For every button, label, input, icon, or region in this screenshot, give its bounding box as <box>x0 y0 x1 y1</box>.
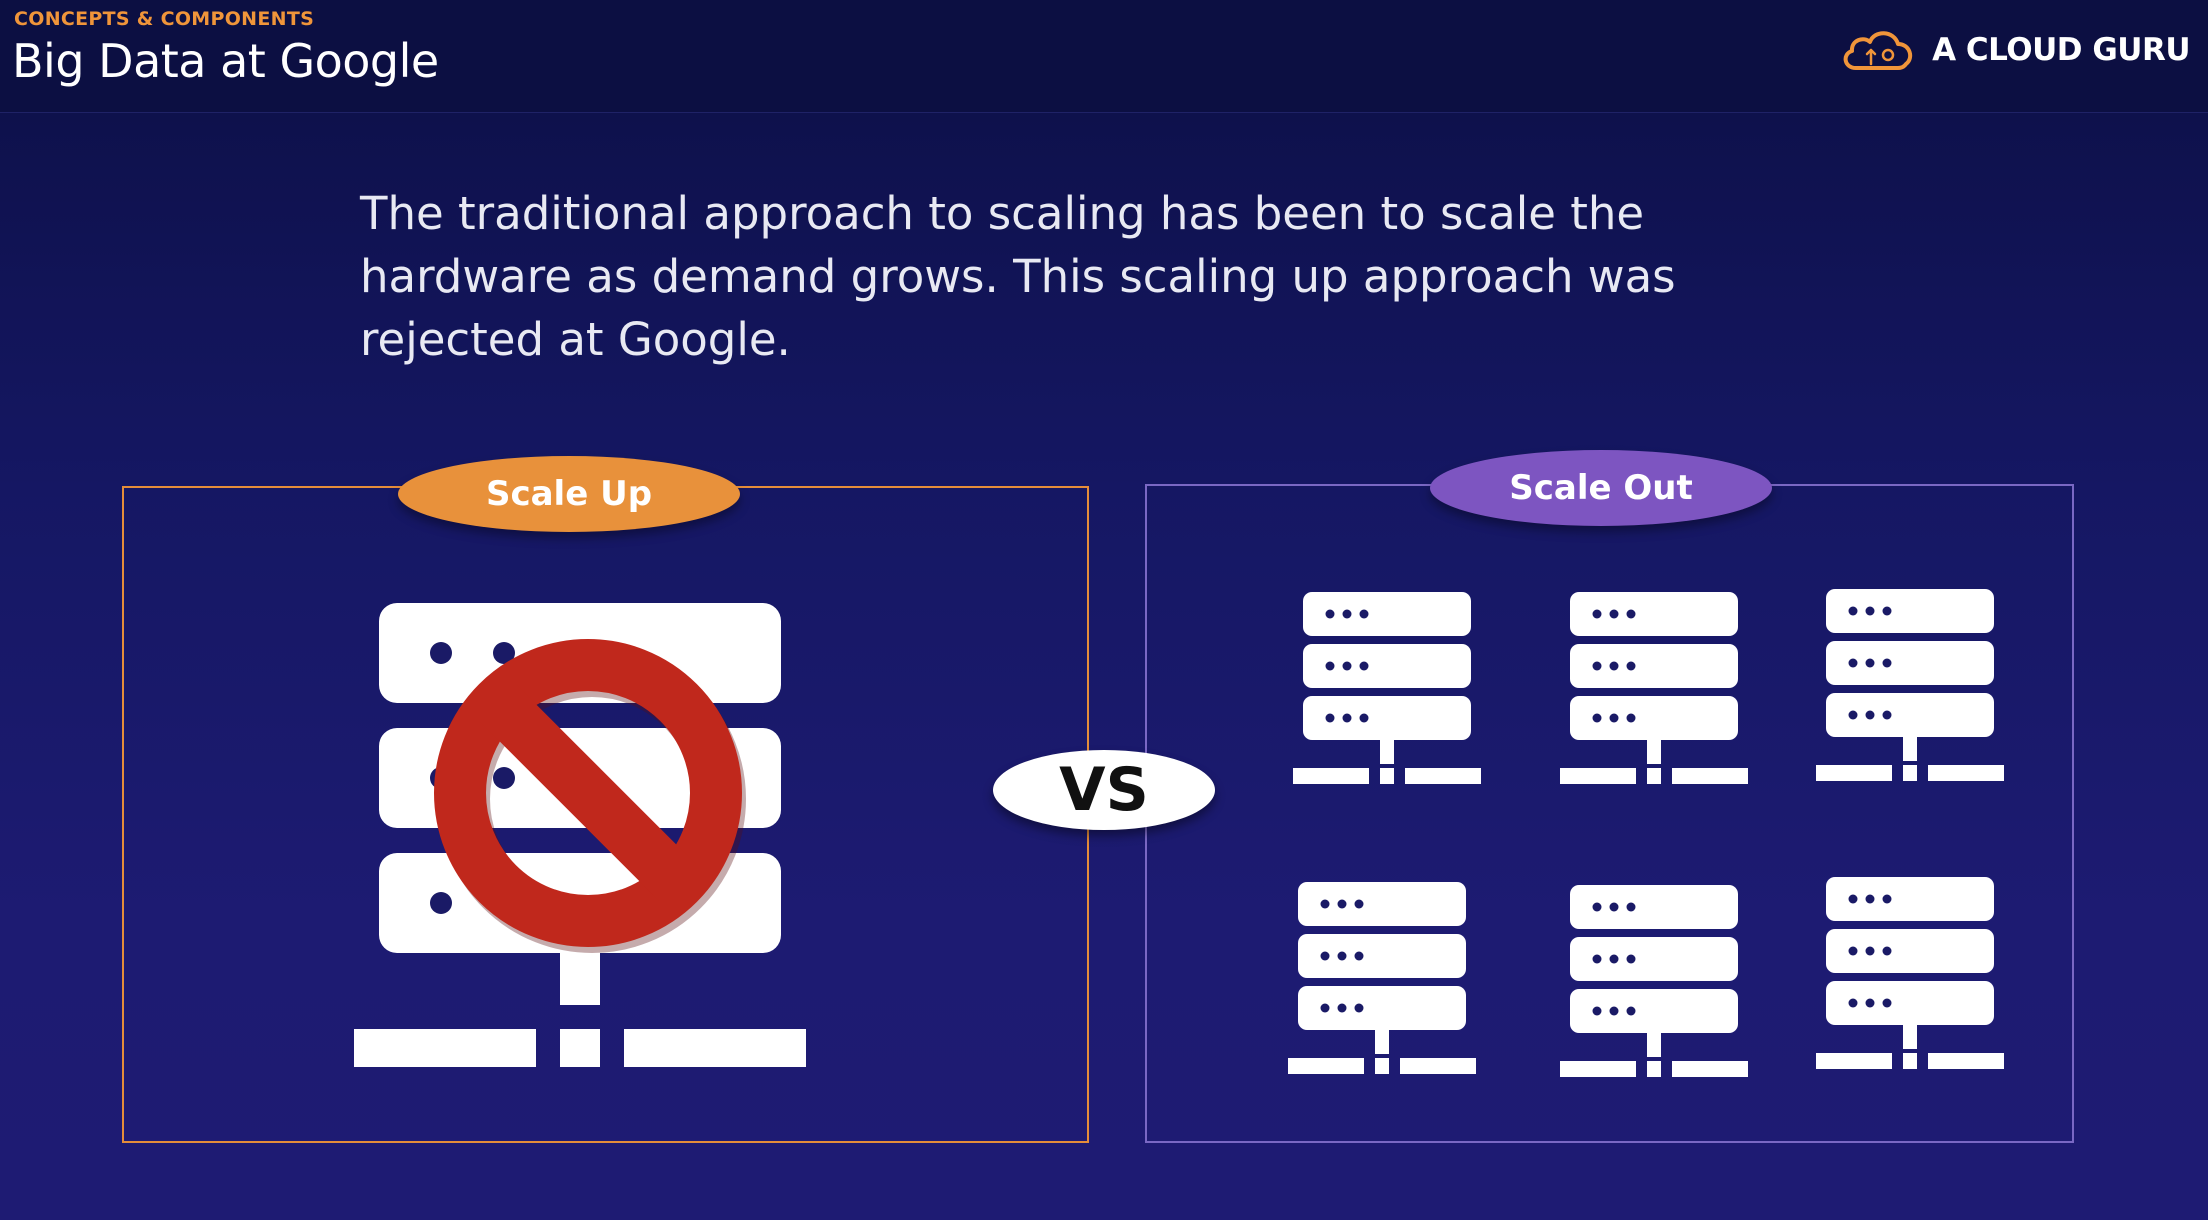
server-icon <box>1288 882 1476 1074</box>
prohibited-icon <box>434 639 746 953</box>
server-icon <box>1816 877 2004 1069</box>
body-text: The traditional approach to scaling has … <box>360 187 1676 366</box>
slide-title: Big Data at Google <box>12 34 439 88</box>
section-kicker: CONCEPTS & COMPONENTS <box>14 8 315 30</box>
brand-name: A CLOUD GURU <box>1932 32 2190 68</box>
server-grid <box>1288 589 2004 1077</box>
brand: A CLOUD GURU <box>1838 24 2190 76</box>
scale-out-label: Scale Out <box>1430 450 1772 526</box>
server-icon <box>1560 885 1748 1077</box>
server-icon <box>1560 592 1748 784</box>
server-icon <box>1816 589 2004 781</box>
cloud-logo-icon <box>1843 31 1913 70</box>
scale-up-label: Scale Up <box>398 456 740 532</box>
slide-header: CONCEPTS & COMPONENTS Big Data at Google… <box>0 0 2208 113</box>
server-icon <box>1293 592 1481 784</box>
vs-badge: VS <box>993 750 1215 830</box>
